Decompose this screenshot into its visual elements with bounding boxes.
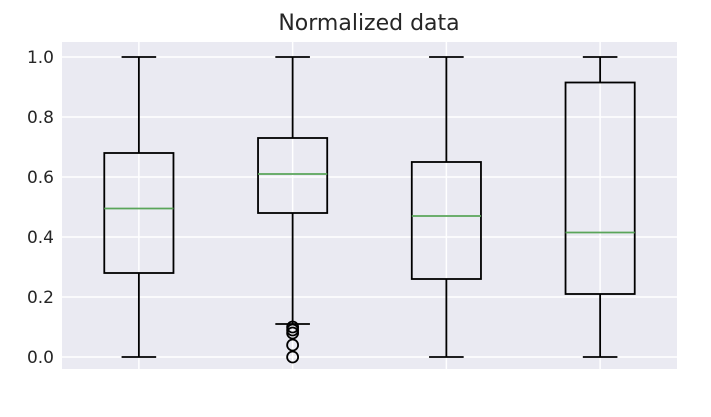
box-series bbox=[103, 56, 636, 364]
chart-title: Normalized data bbox=[278, 11, 459, 36]
y-tick-label: 0.8 bbox=[27, 108, 54, 128]
box-group bbox=[564, 56, 636, 358]
outlier-point bbox=[286, 338, 300, 352]
iqr-box bbox=[103, 152, 175, 274]
horizontal-gridlines bbox=[62, 56, 677, 358]
box-group bbox=[410, 56, 482, 358]
y-tick-label: 1.0 bbox=[27, 48, 54, 68]
y-tick-labels: 0.0 0.2 0.4 0.6 0.8 1.0 bbox=[27, 48, 54, 368]
iqr-box bbox=[564, 81, 636, 295]
y-tick-label: 0.6 bbox=[27, 168, 54, 188]
outlier-point bbox=[286, 350, 300, 364]
iqr-box bbox=[257, 137, 329, 214]
y-tick-label: 0.4 bbox=[27, 228, 54, 248]
plot-background bbox=[62, 42, 677, 369]
outlier-point bbox=[286, 326, 300, 340]
y-tick-label: 0.0 bbox=[27, 348, 54, 368]
y-tick-label: 0.2 bbox=[27, 288, 54, 308]
iqr-box bbox=[410, 161, 482, 280]
box-group bbox=[257, 56, 329, 364]
box-group bbox=[103, 56, 175, 358]
